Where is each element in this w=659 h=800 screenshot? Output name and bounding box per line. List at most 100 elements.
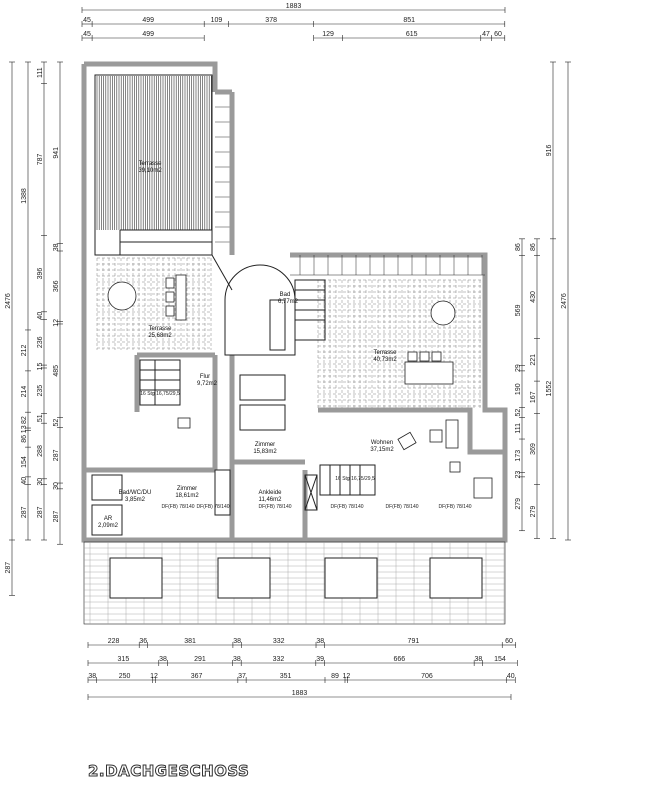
dimension-label: 291	[194, 656, 206, 663]
dimension-label: 1883	[292, 690, 308, 697]
dimension-label: 154	[494, 656, 506, 663]
skylight	[429, 557, 483, 599]
dimension-label: 367	[191, 673, 203, 680]
dimension-label: 12	[150, 673, 158, 680]
interior-lines	[91, 74, 376, 536]
dimension-label: 40	[507, 673, 515, 680]
dimension-label: 287	[37, 506, 44, 518]
dimension-label: 430	[530, 291, 537, 303]
dimension-label: 1552	[546, 381, 553, 397]
dimension-label: 791	[408, 638, 420, 645]
dimension-label: 38	[316, 638, 324, 645]
walls	[81, 61, 508, 543]
dimension-label: 221	[530, 354, 537, 366]
lounge-table	[404, 361, 454, 385]
dimension-label: 37	[238, 673, 246, 680]
room-name: AR	[104, 516, 113, 522]
dimension-label: 279	[530, 506, 537, 518]
dimension-label: 40	[37, 312, 44, 320]
dimension-label: 288	[37, 445, 44, 457]
dimension-label: 86	[515, 243, 522, 251]
room-area: 37,15m2	[370, 447, 394, 453]
dimension-label: 38	[53, 243, 60, 251]
room-area: 6,77m2	[278, 299, 299, 305]
dimension-label: 38	[88, 673, 96, 680]
dimension-label: 287	[53, 511, 60, 523]
dimension-label: 1388	[21, 188, 28, 204]
dimension-label: 38	[233, 656, 241, 663]
dimension-label: 287	[21, 506, 28, 518]
room-area: 18,61m2	[175, 493, 199, 499]
dimension-label: 12	[342, 673, 350, 680]
dining-table-left	[107, 281, 137, 311]
dimension-label: 111	[37, 67, 44, 78]
dimension-label: 38	[159, 656, 167, 663]
dimension-label: 12	[53, 319, 60, 327]
dimension-label: 109	[211, 17, 223, 24]
roof-window-label: DF(FB) 78/140	[196, 504, 229, 510]
dimension-label: 287	[53, 449, 60, 461]
dimension-label: 38	[475, 656, 483, 663]
dimension-label: 381	[184, 638, 196, 645]
dimension-label: 154	[21, 456, 28, 468]
dimension-label: 30	[37, 478, 44, 486]
dimension-label: 15	[37, 363, 44, 371]
room-area: 39,10m2	[138, 168, 162, 174]
bench-left	[175, 274, 187, 321]
dimension-label: 173	[515, 450, 522, 462]
skylight	[324, 557, 378, 599]
dimension-label: 499	[142, 17, 154, 24]
room-name: Ankleide	[258, 490, 282, 496]
dimension-label: 499	[142, 31, 154, 38]
room-name: Terrasse	[138, 161, 162, 167]
room-name: Zimmer	[255, 442, 275, 448]
dimension-label: 485	[53, 365, 60, 377]
room-area: 25,68m2	[148, 333, 172, 339]
room-area: 3,85m2	[125, 497, 146, 503]
dimension-label: 23	[515, 471, 522, 479]
dimension-label: 39	[316, 656, 324, 663]
dimension-label: 86	[21, 435, 28, 443]
dimension-label: 29	[515, 364, 522, 372]
dimension-label: 36	[139, 638, 147, 645]
dimension-label: 129	[322, 31, 334, 38]
dimension-label: 315	[118, 656, 130, 663]
roof-window-label: DF(FB) 78/140	[385, 504, 418, 510]
dimension-label: 1883	[286, 3, 302, 10]
dimension-label: 851	[403, 17, 415, 24]
dimension-label: 941	[53, 147, 60, 159]
dimension-label: 250	[119, 673, 131, 680]
room-area: 11,46m2	[259, 497, 283, 503]
dimension-label: 332	[273, 638, 285, 645]
dimension-label: 30	[53, 482, 60, 490]
dimension-label: 40	[21, 477, 28, 485]
roof-area-top	[290, 255, 485, 276]
roof-window-label: DF(FB) 78/140	[258, 504, 291, 510]
dimension-label: 51	[37, 414, 44, 422]
dimension-label: 82	[21, 416, 28, 424]
dimension-label: 279	[515, 498, 522, 510]
stair-label: 16 Stg 16,75/29,5	[335, 476, 375, 482]
roof-strip	[83, 541, 506, 625]
room-area: 2,09m2	[98, 523, 119, 529]
dimension-label: 190	[515, 383, 522, 395]
dimension-label: 351	[280, 673, 292, 680]
dimension-label: 916	[546, 144, 553, 156]
room-name: Flur	[200, 374, 210, 380]
dining-table-right	[430, 300, 456, 326]
dimension-label: 2476	[5, 293, 12, 309]
room-area: 15,83m2	[253, 449, 277, 455]
dimension-label: 569	[515, 304, 522, 316]
skylight	[217, 557, 271, 599]
room-name: Terrasse	[148, 326, 172, 332]
dimension-label: 212	[21, 344, 28, 356]
floor-title: 2.DACHGESCHOSS	[87, 762, 250, 781]
dimension-label: 38	[233, 638, 241, 645]
room-labels: Terrasse 39,10m2 Terrasse 25,68m2 Bad 6,…	[98, 161, 472, 529]
dimension-label: 369	[530, 443, 537, 455]
dimension-label: 396	[37, 268, 44, 280]
room-area: 40,73m2	[373, 357, 397, 363]
dimension-label: 111	[515, 423, 522, 434]
roof-window-label: DF(FB) 78/140	[330, 504, 363, 510]
